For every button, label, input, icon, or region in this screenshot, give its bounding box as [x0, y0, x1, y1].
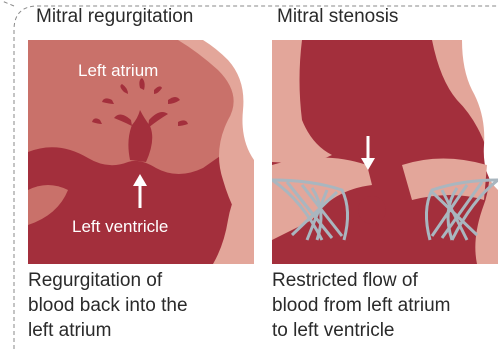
panel-title-stenosis: Mitral stenosis [277, 6, 398, 28]
caption-line: blood from left atrium [272, 293, 450, 318]
regurgitation-illustration: Left atrium Left ventricle [28, 40, 254, 264]
stenosis-illustration [272, 40, 498, 264]
caption-line: blood back into the [28, 293, 188, 318]
caption-line: left atrium [28, 318, 188, 343]
caption-line: Restricted flow of [272, 268, 450, 293]
panel-title-regurgitation: Mitral regurgitation [36, 6, 193, 28]
caption-line: Regurgitation of [28, 268, 188, 293]
label-left-ventricle: Left ventricle [72, 217, 168, 236]
caption-line: to left ventricle [272, 318, 450, 343]
caption-regurgitation: Regurgitation of blood back into the lef… [28, 268, 188, 343]
label-left-atrium: Left atrium [78, 61, 158, 80]
caption-stenosis: Restricted flow of blood from left atriu… [272, 268, 450, 343]
